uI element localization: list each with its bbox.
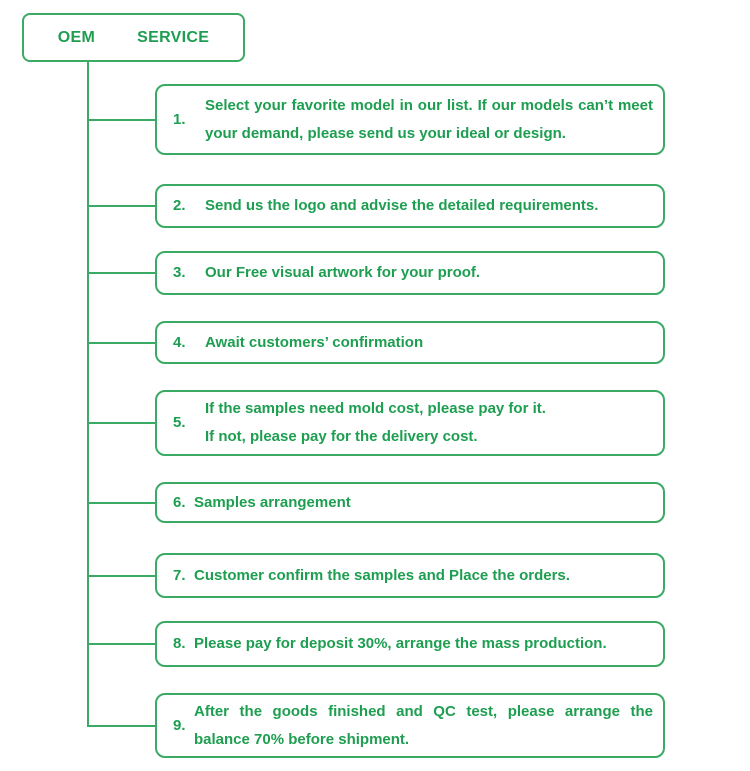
step-number: 8. bbox=[173, 635, 186, 652]
step-number: 5. bbox=[173, 414, 186, 431]
step-text: If the samples need mold cost, please pa… bbox=[205, 400, 546, 445]
connector-line bbox=[89, 118, 157, 121]
step-number: 6. bbox=[173, 493, 186, 511]
header-title-oem: OEM bbox=[57, 28, 96, 46]
header-title-service: SERVICE bbox=[137, 28, 210, 46]
connector-line bbox=[89, 574, 157, 577]
step-number: 7. bbox=[173, 566, 186, 584]
step-number: 9. bbox=[173, 716, 186, 734]
step-text: Our Free visual artwork for your proof. bbox=[205, 264, 481, 281]
connector-line bbox=[89, 724, 157, 727]
connector-line bbox=[89, 643, 157, 645]
step-text: Send us the logo and advise the detailed… bbox=[205, 197, 599, 214]
step-number: 3. bbox=[173, 264, 186, 281]
connector-line bbox=[89, 501, 157, 504]
step-box: 7. Customer confirm the samples and Plac… bbox=[89, 553, 665, 598]
step-box: 8. Please pay for deposit 30%, arrange t… bbox=[89, 621, 665, 667]
step-box: 3. Our Free visual artwork for your proo… bbox=[89, 251, 665, 295]
step-box: 5. If the samples need mold cost, please… bbox=[89, 390, 665, 456]
step-text: Please pay for deposit 30%, arrange the … bbox=[194, 635, 607, 652]
step-box: 1. Select your favorite model in our lis… bbox=[89, 84, 665, 155]
connector-line bbox=[89, 205, 157, 207]
step-box: 6. Samples arrangement bbox=[89, 482, 665, 523]
step-number: 4. bbox=[173, 333, 186, 351]
step-number: 2. bbox=[173, 197, 186, 214]
connector-line bbox=[89, 272, 157, 274]
step-box: 2. Send us the logo and advise the detai… bbox=[89, 184, 665, 228]
step-text: Select your favorite model in our list. … bbox=[205, 96, 653, 142]
header-box: OEM SERVICE bbox=[22, 13, 245, 62]
connector-line bbox=[89, 341, 157, 344]
trunk-line bbox=[87, 62, 89, 727]
step-box: 4. Await customers’ confirmation bbox=[89, 321, 665, 364]
step-number: 1. bbox=[173, 110, 186, 128]
connector-line bbox=[89, 422, 157, 424]
step-text: Samples arrangement bbox=[194, 493, 351, 511]
step-text: After the goods finished and QC test, pl… bbox=[194, 702, 653, 748]
step-text: Await customers’ confirmation bbox=[205, 333, 424, 351]
step-box: 9. After the goods finished and QC test,… bbox=[89, 693, 665, 758]
step-text: Customer confirm the samples and Place t… bbox=[194, 566, 570, 584]
